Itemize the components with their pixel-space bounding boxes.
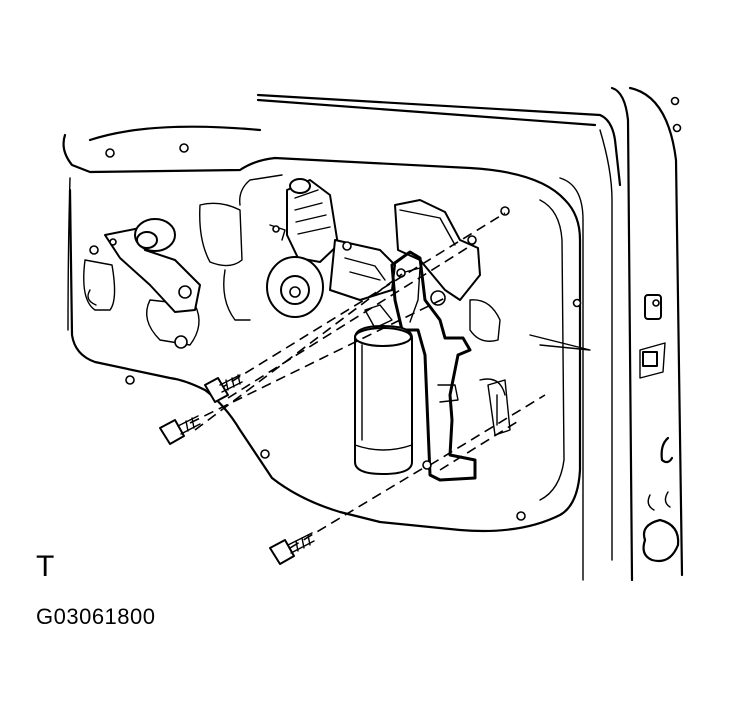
figure-code: G03061800 (36, 604, 156, 629)
window-regulator-motor (266, 178, 396, 318)
bolt (204, 374, 243, 403)
door-panel (62, 125, 591, 533)
bolt (269, 532, 315, 565)
view-label: T (36, 550, 55, 583)
hinge-bracket (104, 218, 201, 313)
alignment-lines (189, 212, 546, 549)
lock-rod (487, 379, 511, 436)
capacitor (354, 304, 413, 475)
capacitor-bracket (390, 199, 481, 482)
bolt (159, 415, 201, 445)
door-frame (256, 86, 684, 582)
